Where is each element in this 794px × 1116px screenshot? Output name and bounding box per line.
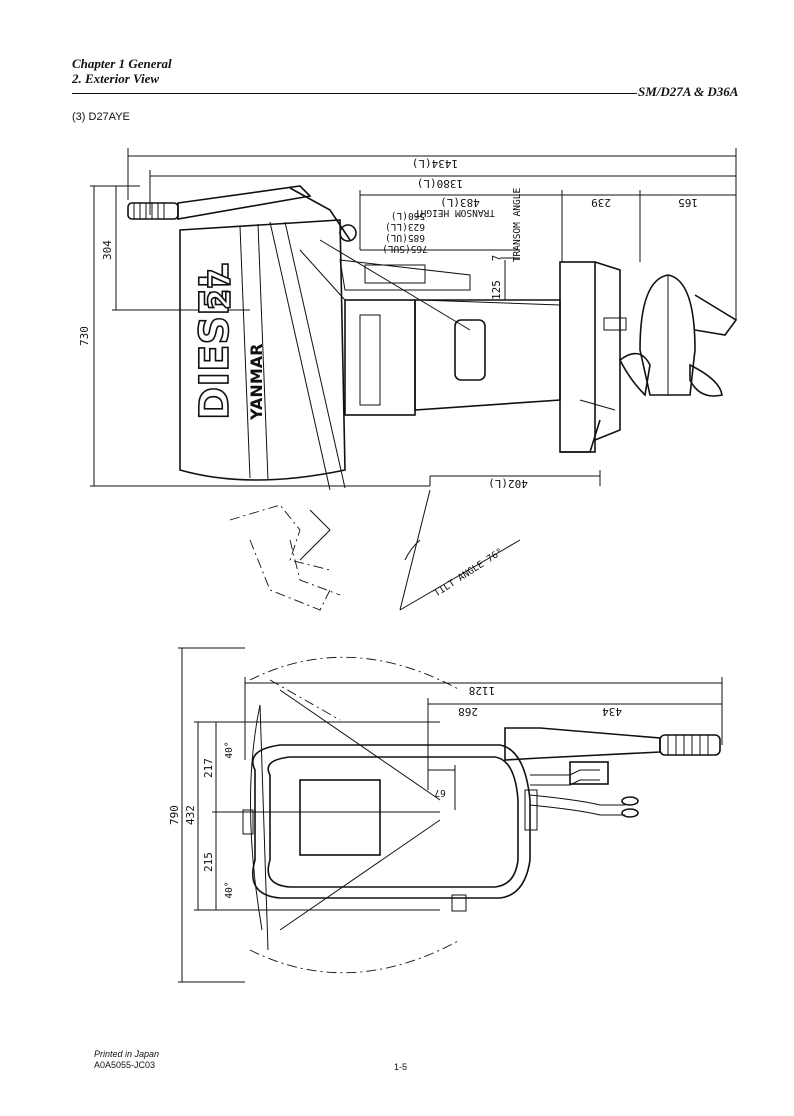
dim-432: 432 bbox=[184, 805, 197, 825]
printed-in-label: Printed in Japan bbox=[94, 1049, 160, 1059]
dim-1380l: 1380(L) bbox=[417, 177, 463, 190]
dim-402l: 402(L) bbox=[488, 477, 528, 490]
brand-word-yanmar: YANMAR bbox=[247, 344, 266, 421]
transom-angle-label: TRANSOM ANGLE bbox=[512, 188, 523, 263]
chapter-title: Chapter 1 General bbox=[72, 56, 172, 71]
dim-730: 730 bbox=[78, 326, 91, 346]
dim-67: 67 bbox=[434, 787, 445, 798]
transom-685ul: 685(UL) bbox=[385, 232, 425, 243]
cowling-branding: DIESEL bbox=[191, 262, 239, 421]
dim-434: 434 bbox=[602, 705, 622, 718]
model-label: SM/D27A & D36A bbox=[638, 84, 739, 99]
document-code: A0A5055-JC03 bbox=[94, 1060, 156, 1070]
section-title: 2. Exterior View bbox=[72, 71, 160, 86]
dim-483l: 483(L) bbox=[440, 196, 480, 209]
transom-560l: 560(L) bbox=[391, 210, 425, 221]
transom-623ll: 623(LL) bbox=[385, 221, 425, 232]
dim-268: 268 bbox=[458, 705, 478, 718]
top-view: 1128 268 434 790 432 217 215 67 40° 40° bbox=[168, 647, 723, 983]
header-rule bbox=[72, 93, 637, 94]
subsection-title: (3) D27AYE bbox=[72, 111, 130, 123]
dim-165: 165 bbox=[678, 196, 698, 209]
page-number: 1-5 bbox=[394, 1062, 408, 1072]
transom-765sul: 765(SUL) bbox=[382, 243, 428, 254]
dim-angle-7: 7 bbox=[490, 255, 503, 262]
dim-215: 215 bbox=[202, 852, 215, 872]
dim-1434l: 1434(L) bbox=[412, 157, 458, 170]
dim-790: 790 bbox=[168, 805, 181, 825]
angle-bottom-40: 40° bbox=[224, 881, 235, 898]
angle-top-40: 40° bbox=[224, 741, 235, 758]
side-view: DIESEL 27 YANMAR bbox=[78, 148, 738, 611]
dim-125: 125 bbox=[490, 280, 503, 300]
brand-word-diesel: DIESEL bbox=[192, 263, 238, 420]
dim-1128: 1128 bbox=[469, 684, 496, 697]
transom-height-label: TRANSOM HEIGHT bbox=[415, 207, 495, 218]
dim-304: 304 bbox=[101, 240, 114, 260]
tilt-angle-label: TILT ANGLE 76° bbox=[432, 546, 505, 599]
brand-word-27: 27 bbox=[203, 268, 238, 310]
dim-217: 217 bbox=[202, 758, 215, 778]
dim-239: 239 bbox=[591, 196, 611, 209]
